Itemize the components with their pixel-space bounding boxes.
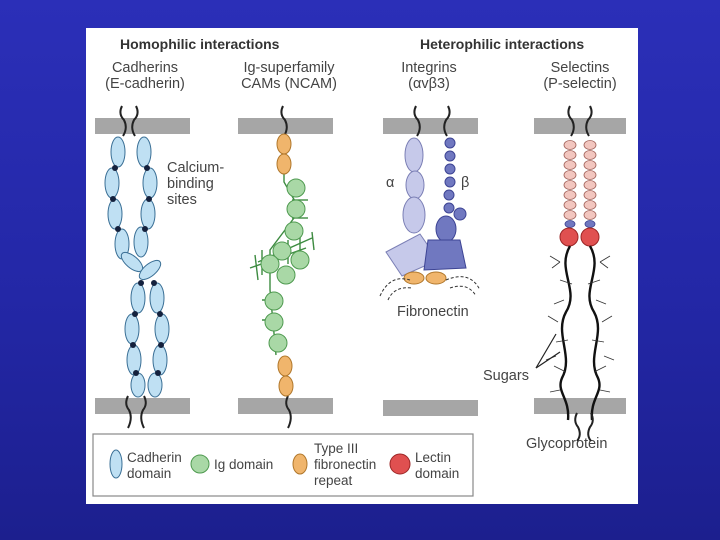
membrane-cadherin-top <box>95 118 190 134</box>
membrane-igsf-top <box>238 118 333 134</box>
legend-fibronectin-label: Type III fibronectin repeat <box>314 441 377 488</box>
sugars-pointer-1 <box>535 333 557 369</box>
figure-panel <box>86 28 638 504</box>
membrane-integrin-top <box>383 118 478 134</box>
glycoprotein-label: Glycoprotein <box>526 436 608 452</box>
integrin-heterodimer <box>379 105 481 301</box>
selectin-glycoprotein <box>535 105 615 442</box>
legend-lectin-label: Lectin domain <box>415 450 460 481</box>
sugars-label: Sugars <box>483 368 529 384</box>
beta-label: β <box>461 175 470 191</box>
legend <box>92 433 474 497</box>
alpha-label: α <box>386 175 395 191</box>
membrane-igsf-bottom <box>238 398 333 414</box>
legend-cadherin-swatch <box>109 449 123 479</box>
membrane-selectin-top <box>534 118 626 134</box>
homophilic-header: Homophilic interactions <box>120 36 280 52</box>
cadherins-label: Cadherins (E-cadherin) <box>105 60 185 92</box>
calcium-binding-label: Calcium- binding sites <box>167 160 225 208</box>
legend-fibronectin-swatch <box>292 453 308 475</box>
membrane-selectin-bottom <box>534 398 626 414</box>
igsf-label: Ig-superfamily CAMs (NCAM) <box>241 60 337 92</box>
cadherin-dimer <box>104 105 170 429</box>
sugars-pointer-2 <box>535 351 561 369</box>
membrane-integrin-bottom <box>383 400 478 416</box>
legend-ig-swatch <box>190 454 210 474</box>
integrins-label: Integrins (αvβ3) <box>401 60 457 92</box>
selectins-label: Selectins (P-selectin) <box>543 60 617 92</box>
membranes <box>95 118 626 416</box>
ncam-dimer <box>249 105 315 429</box>
fibronectin-label: Fibronectin <box>397 304 469 320</box>
legend-cadherin-label: Cadherin domain <box>127 450 182 481</box>
legend-lectin-swatch <box>389 453 411 475</box>
heterophilic-header: Heterophilic interactions <box>420 36 585 52</box>
legend-ig-label: Ig domain <box>214 457 274 472</box>
membrane-cadherin-bottom <box>95 398 190 414</box>
